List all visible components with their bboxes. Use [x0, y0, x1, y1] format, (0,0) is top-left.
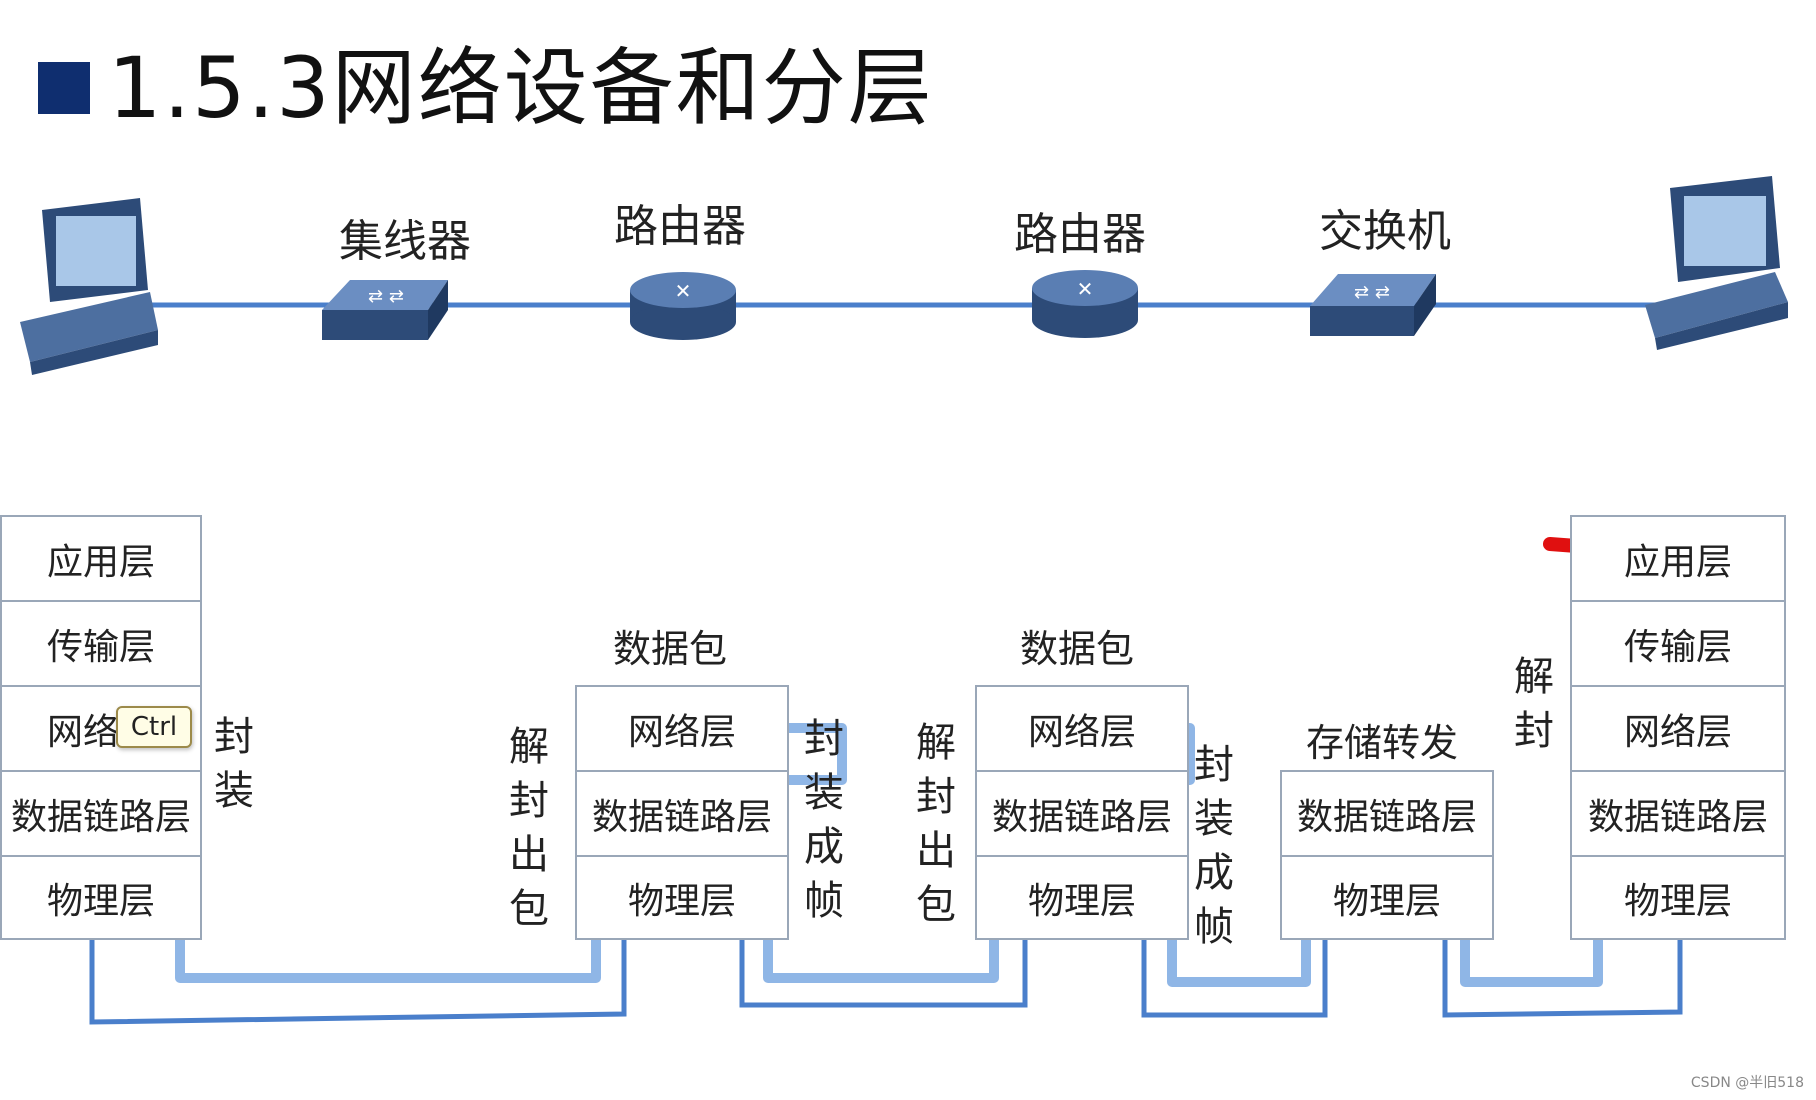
layer-physical: 物理层 [1623, 880, 1732, 922]
router-icon: ✕ [1032, 270, 1138, 338]
physical-path [89, 940, 1683, 1025]
router1-stack-label: 数据包 [612, 627, 728, 671]
svg-text:✕: ✕ [675, 279, 692, 303]
switch-label: 交换机 [1319, 206, 1451, 257]
switch-icon: ⇄ ⇄ [1310, 274, 1436, 336]
router-label: 路由器 [1014, 209, 1146, 260]
layer-network: 网络层 [977, 687, 1187, 772]
annotation-encap: 封装 [214, 714, 254, 814]
annotation-decap-packet: 解封出包 [916, 720, 956, 928]
router-icon: ✕ [630, 272, 736, 340]
switch-stack: 数据链路层 物理层 [1280, 770, 1494, 940]
layer-datalink: 数据链路层 [1282, 772, 1492, 857]
layer-physical: 物理层 [46, 880, 155, 922]
layer-datalink: 数据链路层 [2, 772, 200, 857]
hub-label: 集线器 [339, 216, 471, 267]
router-label: 路由器 [614, 201, 746, 252]
title-bullet [38, 62, 90, 114]
layer-datalink: 数据链路层 [577, 772, 787, 857]
left-host-stack: 应用层 传输层 网络层 数据链路层 物理层 [0, 515, 202, 940]
router1-stack: 网络层 数据链路层 物理层 [575, 685, 789, 940]
layer-transport: 传输层 [2, 602, 200, 687]
hub-icon: ⇄ ⇄ [322, 280, 448, 340]
switch-stack-label: 存储转发 [1305, 721, 1459, 765]
layer-transport: 传输层 [1572, 602, 1784, 687]
watermark: CSDN @半旧518 [1690, 1075, 1804, 1091]
layer-physical: 物理层 [627, 880, 736, 922]
layer-physical: 物理层 [1027, 880, 1136, 922]
annotation-encap-frame: 封装成帧 [804, 716, 844, 924]
layer-physical: 物理层 [1332, 880, 1441, 922]
router2-stack-label: 数据包 [1019, 627, 1135, 671]
annotation-encap-frame: 封装成帧 [1194, 742, 1234, 950]
title-text: 1.5.3网络设备和分层 [108, 39, 934, 137]
layer-datalink: 数据链路层 [977, 772, 1187, 857]
right-host-stack: 应用层 传输层 网络层 数据链路层 物理层 [1570, 515, 1786, 940]
layer-network: 网络层 [1572, 687, 1784, 772]
desktop-computer-icon [20, 198, 158, 375]
svg-text:⇄ ⇄: ⇄ ⇄ [1354, 282, 1390, 303]
layer-datalink: 数据链路层 [1572, 772, 1784, 857]
ctrl-tooltip: Ctrl [116, 706, 192, 748]
layer-network: 网络层 [577, 687, 787, 772]
router2-stack: 网络层 数据链路层 物理层 [975, 685, 1189, 940]
page-title: 1.5.3网络设备和分层 [38, 38, 934, 138]
layer-application: 应用层 [2, 517, 200, 602]
annotation-decap: 解封 [1514, 654, 1554, 754]
svg-text:✕: ✕ [1077, 277, 1094, 301]
desktop-computer-icon [1645, 176, 1788, 350]
annotation-decap-packet: 解封出包 [509, 724, 549, 932]
svg-text:⇄ ⇄: ⇄ ⇄ [368, 286, 404, 307]
layer-application: 应用层 [1572, 517, 1784, 602]
